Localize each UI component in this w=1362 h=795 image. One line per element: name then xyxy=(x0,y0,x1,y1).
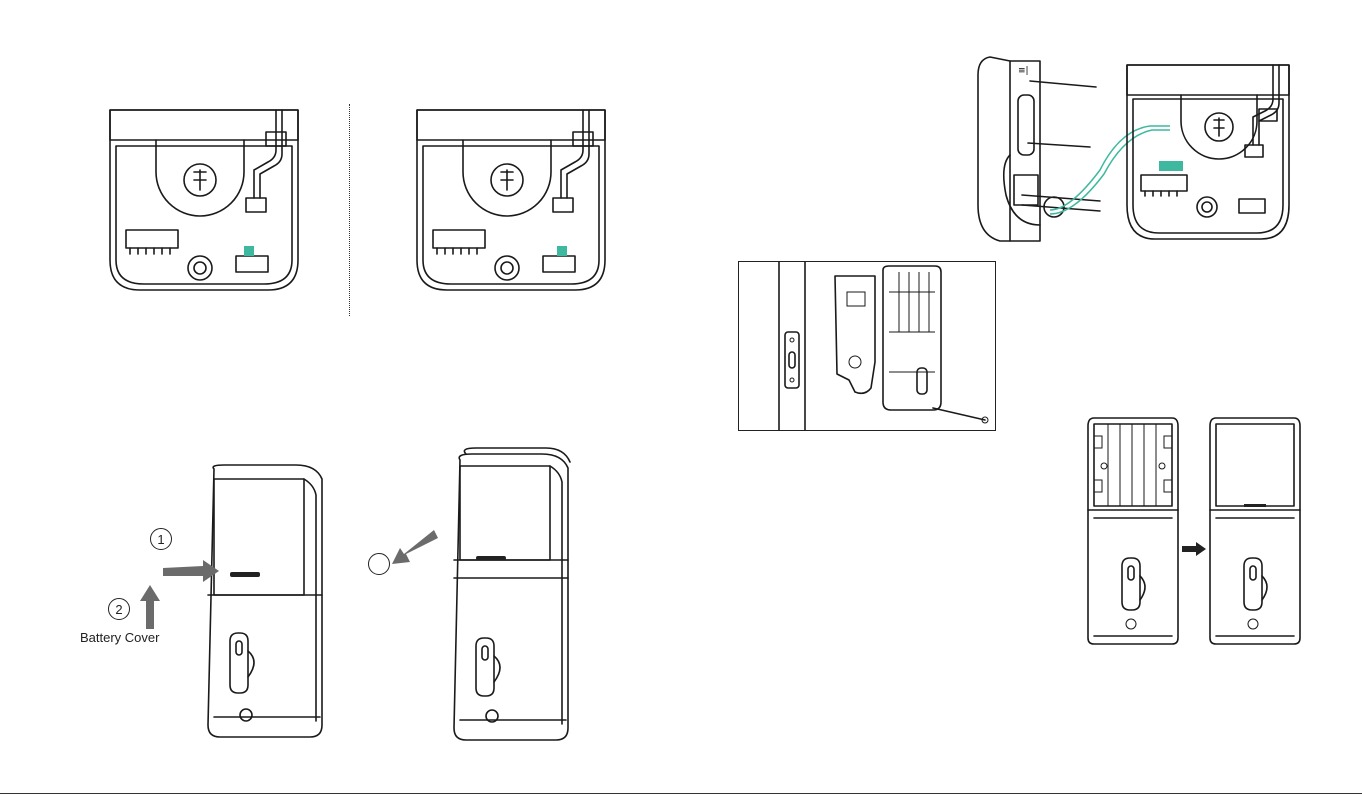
battery-cover-label: Battery Cover xyxy=(80,630,159,645)
step-2-badge: 2 xyxy=(108,598,130,620)
back-plate-diagram-right xyxy=(1125,65,1291,241)
lock-front-with-cover xyxy=(200,465,326,739)
lock-front-cover-lifted xyxy=(446,452,576,742)
lock-battery-open xyxy=(1086,418,1180,646)
arrow-icon-right xyxy=(1182,542,1206,556)
step-badge-empty xyxy=(368,553,390,575)
arrow-icon-push xyxy=(163,560,219,582)
bottom-rule xyxy=(0,793,1362,794)
svg-text:≡|: ≡| xyxy=(1018,66,1029,76)
step-1-badge: 1 xyxy=(150,528,172,550)
arrow-icon-up xyxy=(140,585,160,629)
back-plate-diagram-middle xyxy=(415,110,607,292)
back-plate-diagram-left xyxy=(108,110,300,292)
arrow-icon-diagonal xyxy=(392,530,438,566)
lock-battery-closed xyxy=(1208,418,1302,646)
divider-dotted xyxy=(349,104,350,316)
mounting-plate-inset xyxy=(738,261,996,431)
